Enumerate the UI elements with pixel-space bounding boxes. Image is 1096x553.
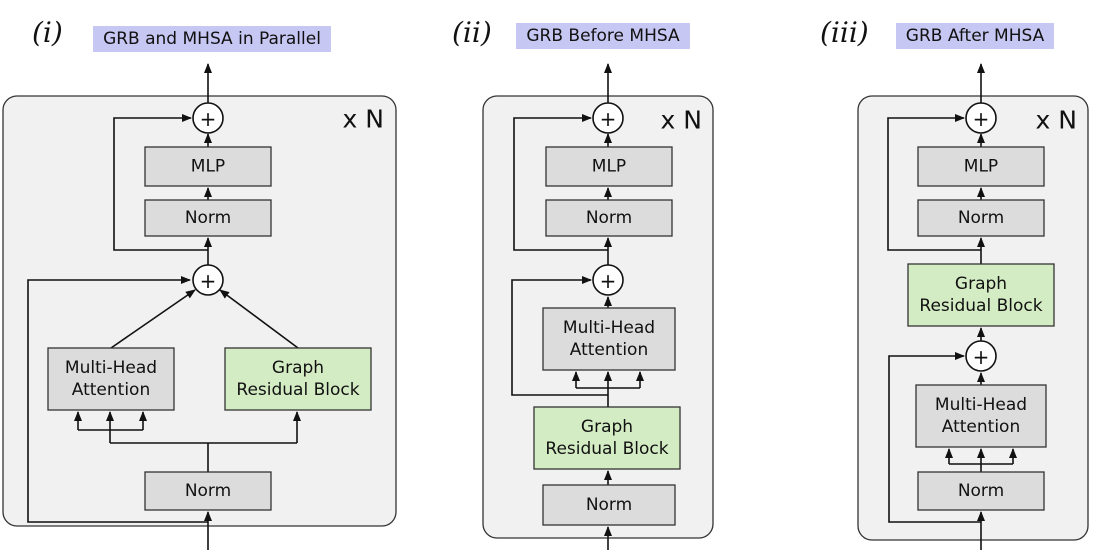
mlp-block-label-line-1: MLP — [592, 157, 626, 177]
graph-residual-block-label-line-1: Graph — [581, 417, 633, 437]
norm-block-box — [144, 199, 272, 237]
multi-head-attention-block-label-line-1: Multi-Head — [65, 358, 157, 378]
add-node-sign: + — [200, 107, 217, 131]
norm-block: Norm — [917, 199, 1045, 237]
add-node: + — [965, 340, 997, 372]
add-node-sign: + — [600, 269, 617, 293]
add-node-circle — [192, 264, 224, 296]
title-highlight — [516, 23, 690, 49]
norm-block: Norm — [144, 471, 272, 511]
norm-block-box — [917, 471, 1045, 511]
mlp-block-label-line-1: MLP — [191, 157, 225, 177]
mlp-block: MLP — [144, 146, 272, 187]
title-highlight — [93, 26, 331, 52]
residual-connection — [511, 276, 608, 396]
norm-block-label-line-1: Norm — [958, 208, 1004, 228]
norm-block-label-line-1: Norm — [185, 481, 231, 501]
mlp-block-box — [545, 146, 673, 187]
norm-block-label-line-1: Norm — [958, 481, 1004, 501]
graph-residual-block-label-line-1: Graph — [955, 274, 1007, 294]
residual-connection — [887, 114, 981, 251]
norm-block-label-line-1: Norm — [185, 208, 231, 228]
norm-block-box — [144, 471, 272, 511]
graph-residual-block-box — [224, 347, 372, 411]
graph-residual-block-box — [907, 263, 1055, 327]
variant-title: GRB and MHSA in Parallel — [103, 29, 321, 49]
multi-head-attention-block-box — [47, 347, 175, 411]
add-node-circle — [965, 340, 997, 372]
mlp-block-box — [917, 146, 1045, 187]
repeat-count: x N — [343, 105, 384, 134]
add-node-circle — [965, 102, 997, 134]
add-node-sign: + — [600, 107, 617, 131]
add-node-circle — [592, 102, 624, 134]
graph-residual-block-label-line-1: Graph — [272, 358, 324, 378]
graph-residual-block-label-line-2: Residual Block — [236, 380, 359, 400]
mlp-block-box — [144, 146, 272, 187]
add-node-sign: + — [973, 107, 990, 131]
mlp-block: MLP — [545, 146, 673, 187]
residual-connection — [113, 114, 208, 251]
add-node: + — [192, 264, 224, 296]
variant-title: GRB Before MHSA — [526, 26, 680, 46]
repeat-count: x N — [661, 106, 702, 135]
add-node: + — [192, 102, 224, 134]
add-node-circle — [192, 102, 224, 134]
multi-head-attention-block-label-line-2: Attention — [570, 340, 648, 360]
title-highlight — [896, 23, 1054, 49]
variant-title: GRB After MHSA — [906, 26, 1045, 46]
norm-block-label-line-1: Norm — [586, 495, 632, 515]
multi-head-attention-block-box — [542, 307, 676, 371]
multi-head-attention-block-label-line-2: Attention — [72, 380, 150, 400]
add-node: + — [965, 102, 997, 134]
add-node-sign: + — [973, 345, 990, 369]
residual-connection — [888, 352, 981, 523]
mlp-block: MLP — [917, 146, 1045, 187]
flow-arrow — [110, 289, 196, 349]
variant-numeral: (iii) — [820, 16, 869, 49]
add-node-sign: + — [200, 269, 217, 293]
multi-head-attention-block-label-line-1: Multi-Head — [563, 318, 655, 338]
norm-block: Norm — [917, 471, 1045, 511]
residual-connection — [513, 114, 608, 251]
norm-block-box — [917, 199, 1045, 237]
norm-block-label-line-1: Norm — [586, 208, 632, 228]
graph-residual-block-label-line-2: Residual Block — [545, 439, 668, 459]
mlp-block-label-line-1: MLP — [964, 157, 998, 177]
norm-block: Norm — [545, 199, 673, 237]
multi-head-attention-block-label-line-1: Multi-Head — [935, 395, 1027, 415]
variant-numeral: (ii) — [452, 16, 492, 49]
add-node-circle — [592, 264, 624, 296]
multi-head-attention-block-box — [915, 384, 1047, 448]
add-node: + — [592, 264, 624, 296]
norm-block: Norm — [542, 484, 676, 526]
graph-residual-block-label-line-2: Residual Block — [919, 296, 1042, 316]
add-node: + — [592, 102, 624, 134]
graph-residual-block-box — [533, 406, 681, 470]
multi-head-attention-block-label-line-2: Attention — [942, 417, 1020, 437]
variant-numeral: (i) — [32, 16, 63, 49]
norm-block-box — [542, 484, 676, 526]
norm-block-box — [545, 199, 673, 237]
flow-arrow — [219, 289, 299, 349]
repeat-count: x N — [1036, 106, 1077, 135]
norm-block: Norm — [144, 199, 272, 237]
residual-connection — [27, 276, 208, 523]
